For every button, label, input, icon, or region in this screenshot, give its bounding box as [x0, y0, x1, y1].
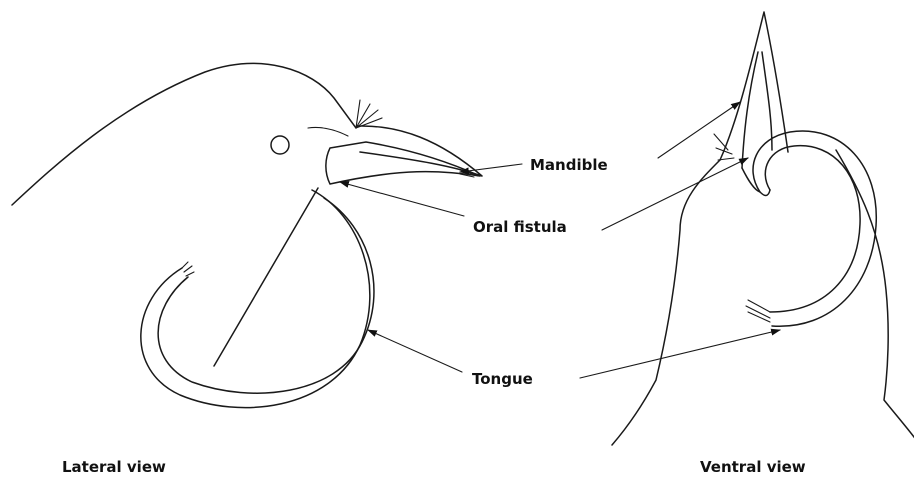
mandible-shape: [326, 142, 480, 184]
eye-line: [308, 127, 348, 136]
arrow-oral-fistula-ventral: [602, 158, 748, 230]
label-mandible: Mandible: [530, 156, 608, 174]
caption-ventral-view: Ventral view: [700, 458, 806, 476]
tongue-inner: [158, 198, 374, 393]
label-oral-fistula: Oral fistula: [473, 218, 567, 236]
tongue-outer: [141, 190, 370, 408]
ventral-tongue-tip: [746, 300, 770, 322]
arrow-oral-fistula-lateral: [340, 182, 464, 216]
ventral-bristles: [714, 134, 734, 160]
ventral-tongue-inner: [765, 146, 860, 312]
head-outline: [12, 64, 356, 205]
rictal-bristles: [356, 100, 382, 128]
ventral-tongue-outer: [753, 131, 876, 326]
ventral-beak-inner: [742, 52, 772, 168]
eye: [271, 136, 289, 154]
tongue-tip-bristles: [182, 262, 194, 276]
throat-line: [214, 188, 318, 366]
ventral-beak: [720, 12, 788, 160]
lateral-view-figure: [12, 64, 482, 408]
arrow-tongue-lateral: [368, 330, 462, 372]
label-tongue: Tongue: [472, 370, 533, 388]
arrow-tongue-ventral: [580, 330, 780, 378]
caption-lateral-view: Lateral view: [62, 458, 166, 476]
ventral-view-figure: [612, 12, 914, 460]
ventral-body-outline-left: [612, 160, 720, 445]
